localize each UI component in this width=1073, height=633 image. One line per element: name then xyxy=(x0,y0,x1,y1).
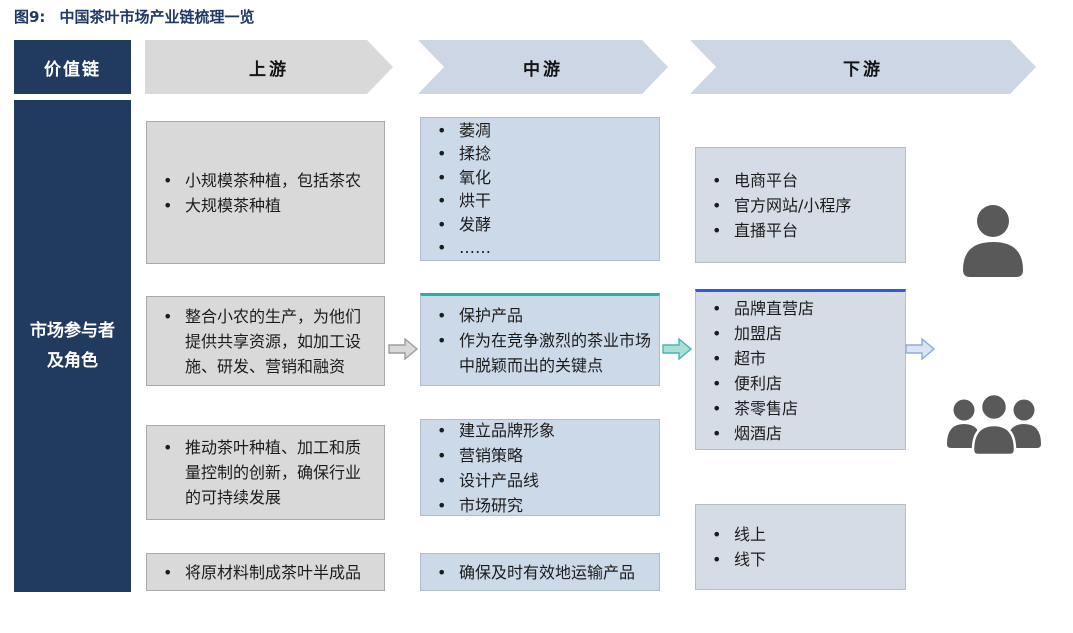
bullet-list: 推动茶叶种植、加工和质量控制的创新，确保行业的可持续发展 xyxy=(147,435,384,510)
list-item: 设计产品线 xyxy=(421,468,651,493)
list-item: 作为在竞争激烈的茶业市场中脱颖而出的关键点 xyxy=(421,328,651,378)
block-arrow-right-icon xyxy=(905,337,935,361)
list-item: 大规模茶种植 xyxy=(147,193,376,218)
list-item: 电商平台 xyxy=(696,168,897,193)
bullet-list: 萎凋 揉捻 氧化 烘干 发酵 …… xyxy=(421,119,659,260)
stage-header-upstream: 上游 xyxy=(145,40,393,94)
bullet-list: 将原材料制成茶叶半成品 xyxy=(147,560,384,585)
list-item: 官方网站/小程序 xyxy=(696,193,897,218)
bullet-list: 建立品牌形象 营销策略 设计产品线 市场研究 xyxy=(421,418,659,518)
bullet-list: 确保及时有效地运输产品 xyxy=(421,560,659,585)
upstream-box-innovation: 推动茶叶种植、加工和质量控制的创新，确保行业的可持续发展 xyxy=(146,425,385,520)
midstream-box-protection: 保护产品 作为在竞争激烈的茶业市场中脱颖而出的关键点 xyxy=(420,293,660,386)
figure-number: 图9: xyxy=(14,8,46,26)
list-item: 将原材料制成茶叶半成品 xyxy=(147,560,376,585)
downstream-box-online-platforms: 电商平台 官方网站/小程序 直播平台 xyxy=(695,147,906,263)
list-item: 营销策略 xyxy=(421,443,651,468)
block-arrow-right-icon xyxy=(662,337,692,361)
midstream-box-logistics: 确保及时有效地运输产品 xyxy=(420,553,660,591)
figure-title: 图9: 中国茶叶市场产业链梳理一览 xyxy=(14,6,254,27)
upstream-box-integration: 整合小农的生产，为他们提供共享资源，如加工设施、研发、营销和融资 xyxy=(146,296,385,386)
list-item: 确保及时有效地运输产品 xyxy=(421,560,651,585)
stage-downstream-label: 下游 xyxy=(843,59,883,80)
value-chain-header: 价值链 xyxy=(14,40,131,94)
list-item: 烘干 xyxy=(421,189,651,213)
list-item: 小规模茶种植，包括茶农 xyxy=(147,168,376,193)
sidebar-market-participants: 市场参与者 及角色 xyxy=(14,100,131,592)
list-item: 烟酒店 xyxy=(696,421,897,446)
sidebar-label-line1: 市场参与者 xyxy=(30,321,115,341)
list-item: 推动茶叶种植、加工和质量控制的创新，确保行业的可持续发展 xyxy=(147,435,376,510)
upstream-box-planting: 小规模茶种植，包括茶农 大规模茶种植 xyxy=(146,121,385,264)
list-item: 便利店 xyxy=(696,371,897,396)
person-icon xyxy=(963,205,1023,277)
stage-midstream-label: 中游 xyxy=(523,59,563,80)
list-item: 建立品牌形象 xyxy=(421,418,651,443)
bullet-list: 保护产品 作为在竞争激烈的茶业市场中脱颖而出的关键点 xyxy=(421,303,659,378)
stage-header-midstream: 中游 xyxy=(418,40,668,94)
list-item: 市场研究 xyxy=(421,493,651,518)
bullet-list: 小规模茶种植，包括茶农 大规模茶种植 xyxy=(147,168,384,218)
list-item: 线上 xyxy=(696,522,897,547)
people-group-icon xyxy=(947,394,1041,456)
list-item: 线下 xyxy=(696,547,897,572)
list-item: 直播平台 xyxy=(696,218,897,243)
list-item: …… xyxy=(421,236,651,260)
value-chain-label: 价值链 xyxy=(44,59,101,80)
bullet-list: 品牌直营店 加盟店 超市 便利店 茶零售店 烟酒店 xyxy=(696,296,905,446)
upstream-box-semifinished: 将原材料制成茶叶半成品 xyxy=(146,553,385,591)
stage-header-downstream: 下游 xyxy=(690,40,1036,94)
bullet-list: 电商平台 官方网站/小程序 直播平台 xyxy=(696,168,905,243)
list-item: 茶零售店 xyxy=(696,396,897,421)
list-item: 保护产品 xyxy=(421,303,651,328)
list-item: 萎凋 xyxy=(421,119,651,143)
midstream-box-branding: 建立品牌形象 营销策略 设计产品线 市场研究 xyxy=(420,418,660,518)
list-item: 整合小农的生产，为他们提供共享资源，如加工设施、研发、营销和融资 xyxy=(147,304,376,379)
bullet-list: 线上 线下 xyxy=(696,522,905,572)
downstream-box-retail-channels: 品牌直营店 加盟店 超市 便利店 茶零售店 烟酒店 xyxy=(695,289,906,450)
list-item: 揉捻 xyxy=(421,142,651,166)
midstream-box-processing: 萎凋 揉捻 氧化 烘干 发酵 …… xyxy=(420,117,660,261)
list-item: 品牌直营店 xyxy=(696,296,897,321)
list-item: 氧化 xyxy=(421,166,651,190)
figure-name: 中国茶叶市场产业链梳理一览 xyxy=(59,8,255,26)
list-item: 超市 xyxy=(696,346,897,371)
sidebar-label-line2: 及角色 xyxy=(47,351,98,371)
bullet-list: 整合小农的生产，为他们提供共享资源，如加工设施、研发、营销和融资 xyxy=(147,304,384,379)
list-item: 发酵 xyxy=(421,213,651,237)
downstream-box-online-offline: 线上 线下 xyxy=(695,504,906,590)
block-arrow-right-icon xyxy=(388,337,418,361)
stage-upstream-label: 上游 xyxy=(249,59,289,80)
list-item: 加盟店 xyxy=(696,321,897,346)
